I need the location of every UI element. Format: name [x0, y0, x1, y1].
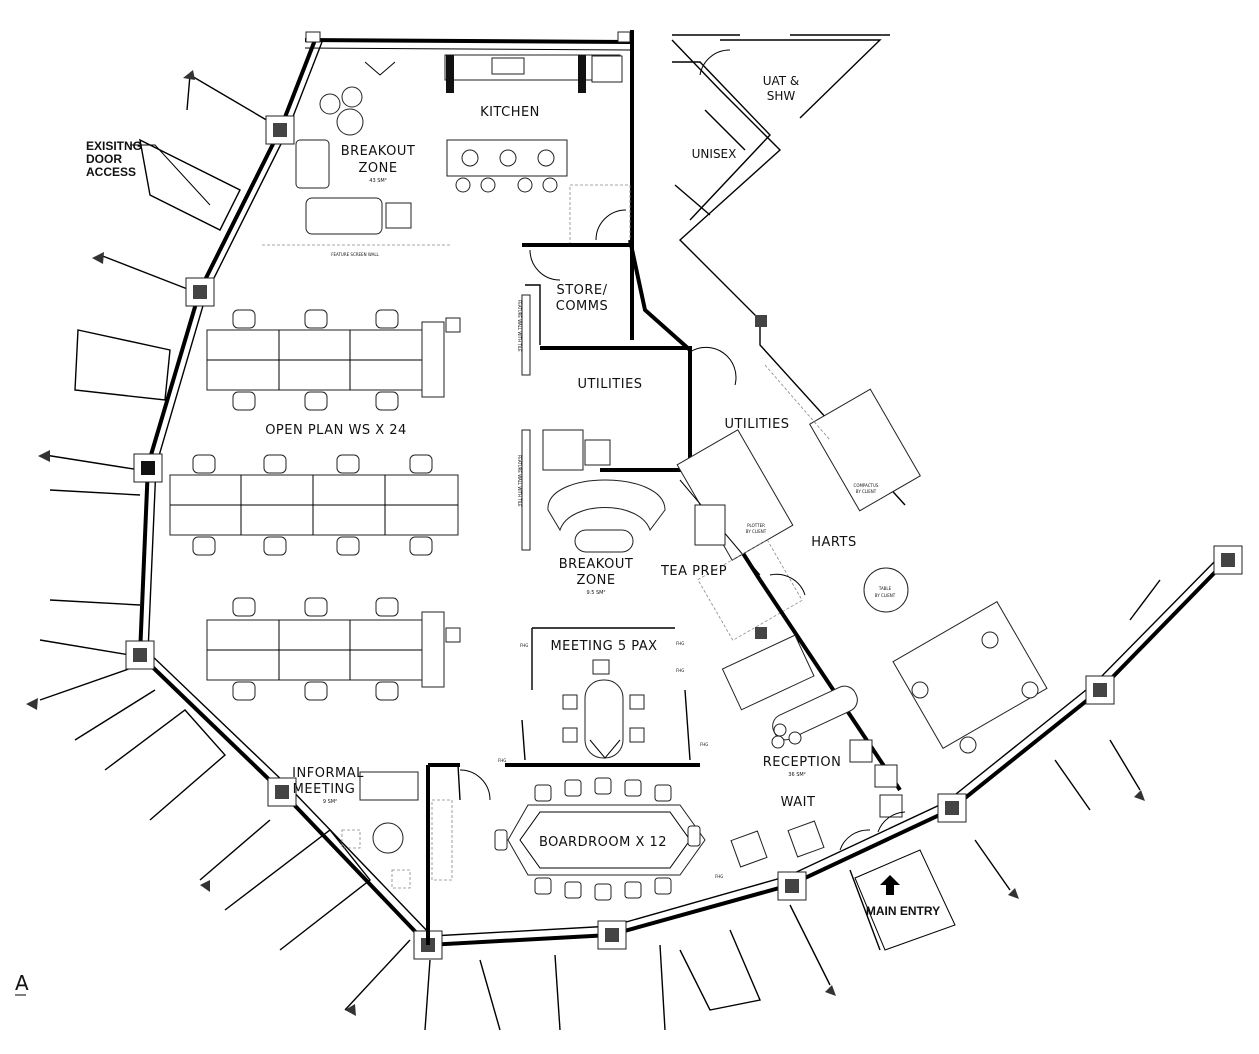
existing-door-leader — [130, 144, 211, 206]
north-wall — [304, 30, 634, 245]
informal-meeting — [341, 771, 419, 889]
fhg-label-2: FHG — [520, 643, 528, 648]
reception-label: RECEPTION — [763, 755, 842, 770]
table-label-2: BY CLIENT — [875, 593, 896, 598]
uat-label-2: SHW — [767, 89, 796, 103]
compactus-label-1: COMPACTUS — [854, 483, 879, 488]
fhg-label-4: FHG — [700, 742, 708, 747]
workstation-cluster-3 — [206, 611, 461, 688]
facade-lamps — [26, 70, 1145, 1016]
workstation-cluster-1 — [206, 317, 461, 398]
meeting-label: MEETING 5 PAX — [550, 639, 657, 654]
workstation-cluster-2 — [169, 474, 459, 536]
plotter-label-1: PLOTTER — [747, 523, 765, 528]
breakout-zone-2-label-b: ZONE — [576, 573, 615, 588]
exterior-wall — [137, 39, 1227, 948]
boardroom — [426, 763, 706, 945]
uat-label-1: UAT & — [763, 74, 800, 88]
workstations-east — [892, 601, 1048, 754]
feature-screen-wall-label: FEATURE SCREEN WALL — [331, 252, 379, 257]
fhg-label-1: FHG — [676, 641, 684, 646]
room-labels: KITCHEN BREAKOUT ZONE 43 SM² FEATURE SCR… — [86, 74, 940, 918]
store-comms-label-2: COMMS — [556, 299, 609, 314]
structural-columns — [125, 115, 1243, 960]
main-entry-label: MAIN ENTRY — [866, 904, 940, 918]
informal-meeting-label-1: INFORMAL — [292, 766, 364, 781]
breakout-zone-1-furniture — [262, 61, 450, 246]
section-marker-label: A — [15, 971, 29, 995]
open-plan-label: OPEN PLAN WS X 24 — [265, 423, 407, 438]
feature-wall-vertical-1: FEATURE WALL WITH TILE — [517, 300, 522, 352]
wait-label: WAIT — [781, 795, 816, 810]
breakout-zone-2-furniture — [547, 479, 666, 553]
facade-fins — [39, 74, 1161, 1031]
informal-meeting-label-2: MEETING — [293, 782, 356, 797]
breakout-zone-1-label: BREAKOUT — [341, 144, 416, 159]
utilities-area — [676, 364, 921, 792]
charts-label: HARTS — [811, 535, 856, 550]
fhg-label-6: FHG — [715, 874, 723, 879]
boardroom-label: BOARDROOM X 12 — [539, 835, 667, 850]
boardroom-chairs — [494, 777, 701, 901]
existing-door-label-1: EXISITNG — [86, 139, 142, 153]
section-marker: A — [15, 971, 29, 996]
kitchen-joinery — [444, 54, 631, 246]
reception-area: 36 SM² — [788, 772, 805, 778]
reception-area — [721, 634, 956, 951]
feature-wall-vertical-2: FEATURE WALL WITH TILE — [517, 455, 522, 507]
workstation-chairs — [192, 309, 433, 701]
table-label-1: TABLE — [878, 586, 892, 591]
vertical-feature-walls — [521, 294, 611, 551]
informal-meeting-area: 9 SM² — [323, 799, 337, 805]
existing-door-label-3: ACCESS — [86, 165, 136, 179]
utilities-label-1: UTILITIES — [577, 377, 642, 392]
fhg-label-3: FHG — [676, 668, 684, 673]
service-core-walls — [671, 34, 906, 506]
compactus-label-2: BY CLIENT — [856, 489, 877, 494]
fhg-label-5: FHG — [498, 758, 506, 763]
tea-prep-label: TEA PREP — [660, 564, 727, 579]
unisex-label: UNISEX — [692, 147, 737, 161]
meeting-room — [521, 627, 691, 761]
store-comms-label-1: STORE/ — [556, 283, 607, 298]
utilities-label-2: UTILITIES — [724, 417, 789, 432]
plotter-label-2: BY CLIENT — [746, 529, 767, 534]
breakout-zone-2-area: 9.5 SM² — [586, 590, 605, 596]
breakout-zone-2-label: BREAKOUT — [559, 557, 634, 572]
existing-door-label-2: DOOR — [86, 152, 122, 166]
breakout-zone-1-area: 43 SM² — [369, 178, 386, 184]
kitchen-label: KITCHEN — [480, 105, 540, 120]
breakout-zone-1-label-b: ZONE — [358, 161, 397, 176]
